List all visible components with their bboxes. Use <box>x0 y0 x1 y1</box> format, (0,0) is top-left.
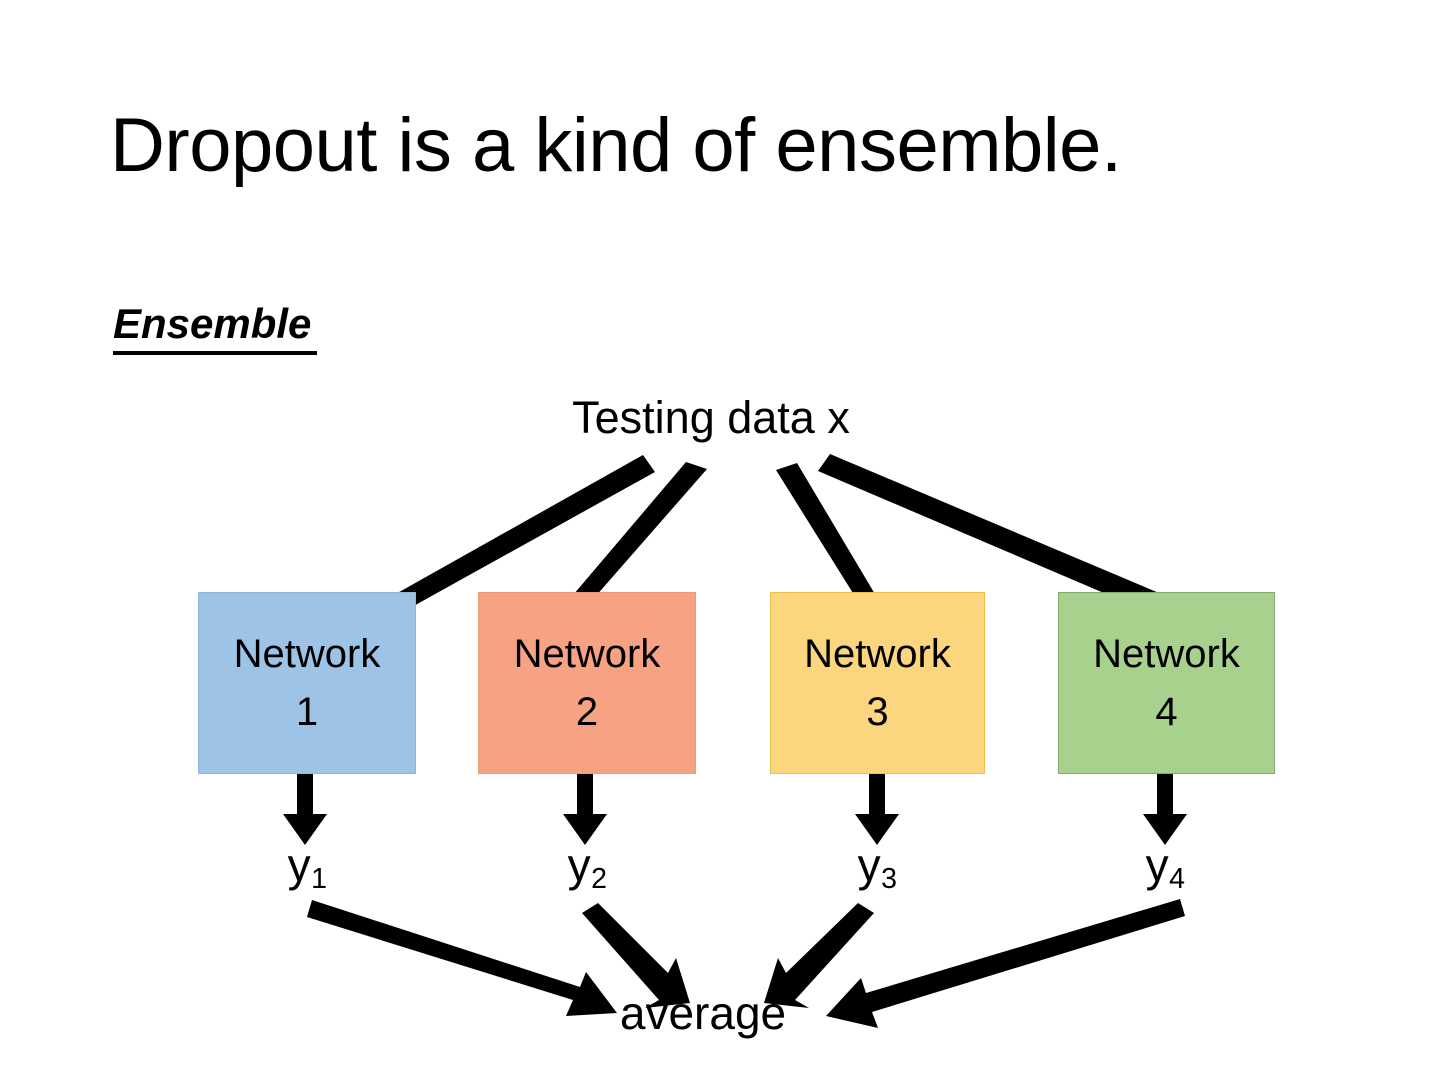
network-box-3[interactable]: Network 3 <box>770 592 985 774</box>
network-box-2-index: 2 <box>575 690 599 734</box>
network-box-2[interactable]: Network 2 <box>478 592 696 774</box>
network-4-output-label: y4 <box>1105 839 1225 893</box>
network-4-output-subscript: 4 <box>1169 862 1185 895</box>
network-1-output-subscript: 1 <box>311 862 327 895</box>
average-label: average <box>0 986 1440 1040</box>
network-3-output-subscript: 3 <box>881 862 897 895</box>
network-box-3-index: 3 <box>866 690 889 734</box>
network-box-4[interactable]: Network 4 <box>1058 592 1275 774</box>
testing-data-text: Testing data x <box>572 392 850 443</box>
network-box-1-index: 1 <box>295 690 319 734</box>
arrow-network-2-to-y2 <box>563 774 607 845</box>
testing-data-label: Testing data x <box>0 392 1440 444</box>
network-box-2-name: Network <box>513 632 661 676</box>
network-box-3-name: Network <box>804 632 951 676</box>
network-box-4-name: Network <box>1093 632 1240 676</box>
network-4-output-symbol: y <box>1145 839 1169 891</box>
arrow-network-3-to-y3 <box>855 774 899 845</box>
network-1-output-symbol: y <box>287 839 311 891</box>
page-title: Dropout is a kind of ensemble. <box>110 103 1122 188</box>
arrow-network-4-to-y4 <box>1143 774 1187 845</box>
network-2-output-subscript: 2 <box>591 862 607 895</box>
network-2-output-label: y2 <box>527 839 647 893</box>
section-heading: Ensemble <box>113 303 318 355</box>
network-box-1-name: Network <box>233 632 381 676</box>
network-output-arrow-group <box>283 774 1187 845</box>
network-3-output-symbol: y <box>857 839 881 891</box>
network-1-output-label: y1 <box>247 839 367 893</box>
network-box-4-index: 4 <box>1155 690 1178 734</box>
network-3-output-label: y3 <box>817 839 937 893</box>
average-text: average <box>619 987 787 1039</box>
network-box-1[interactable]: Network 1 <box>198 592 416 774</box>
network-2-output-symbol: y <box>567 839 591 891</box>
arrow-network-1-to-y1 <box>283 774 327 845</box>
